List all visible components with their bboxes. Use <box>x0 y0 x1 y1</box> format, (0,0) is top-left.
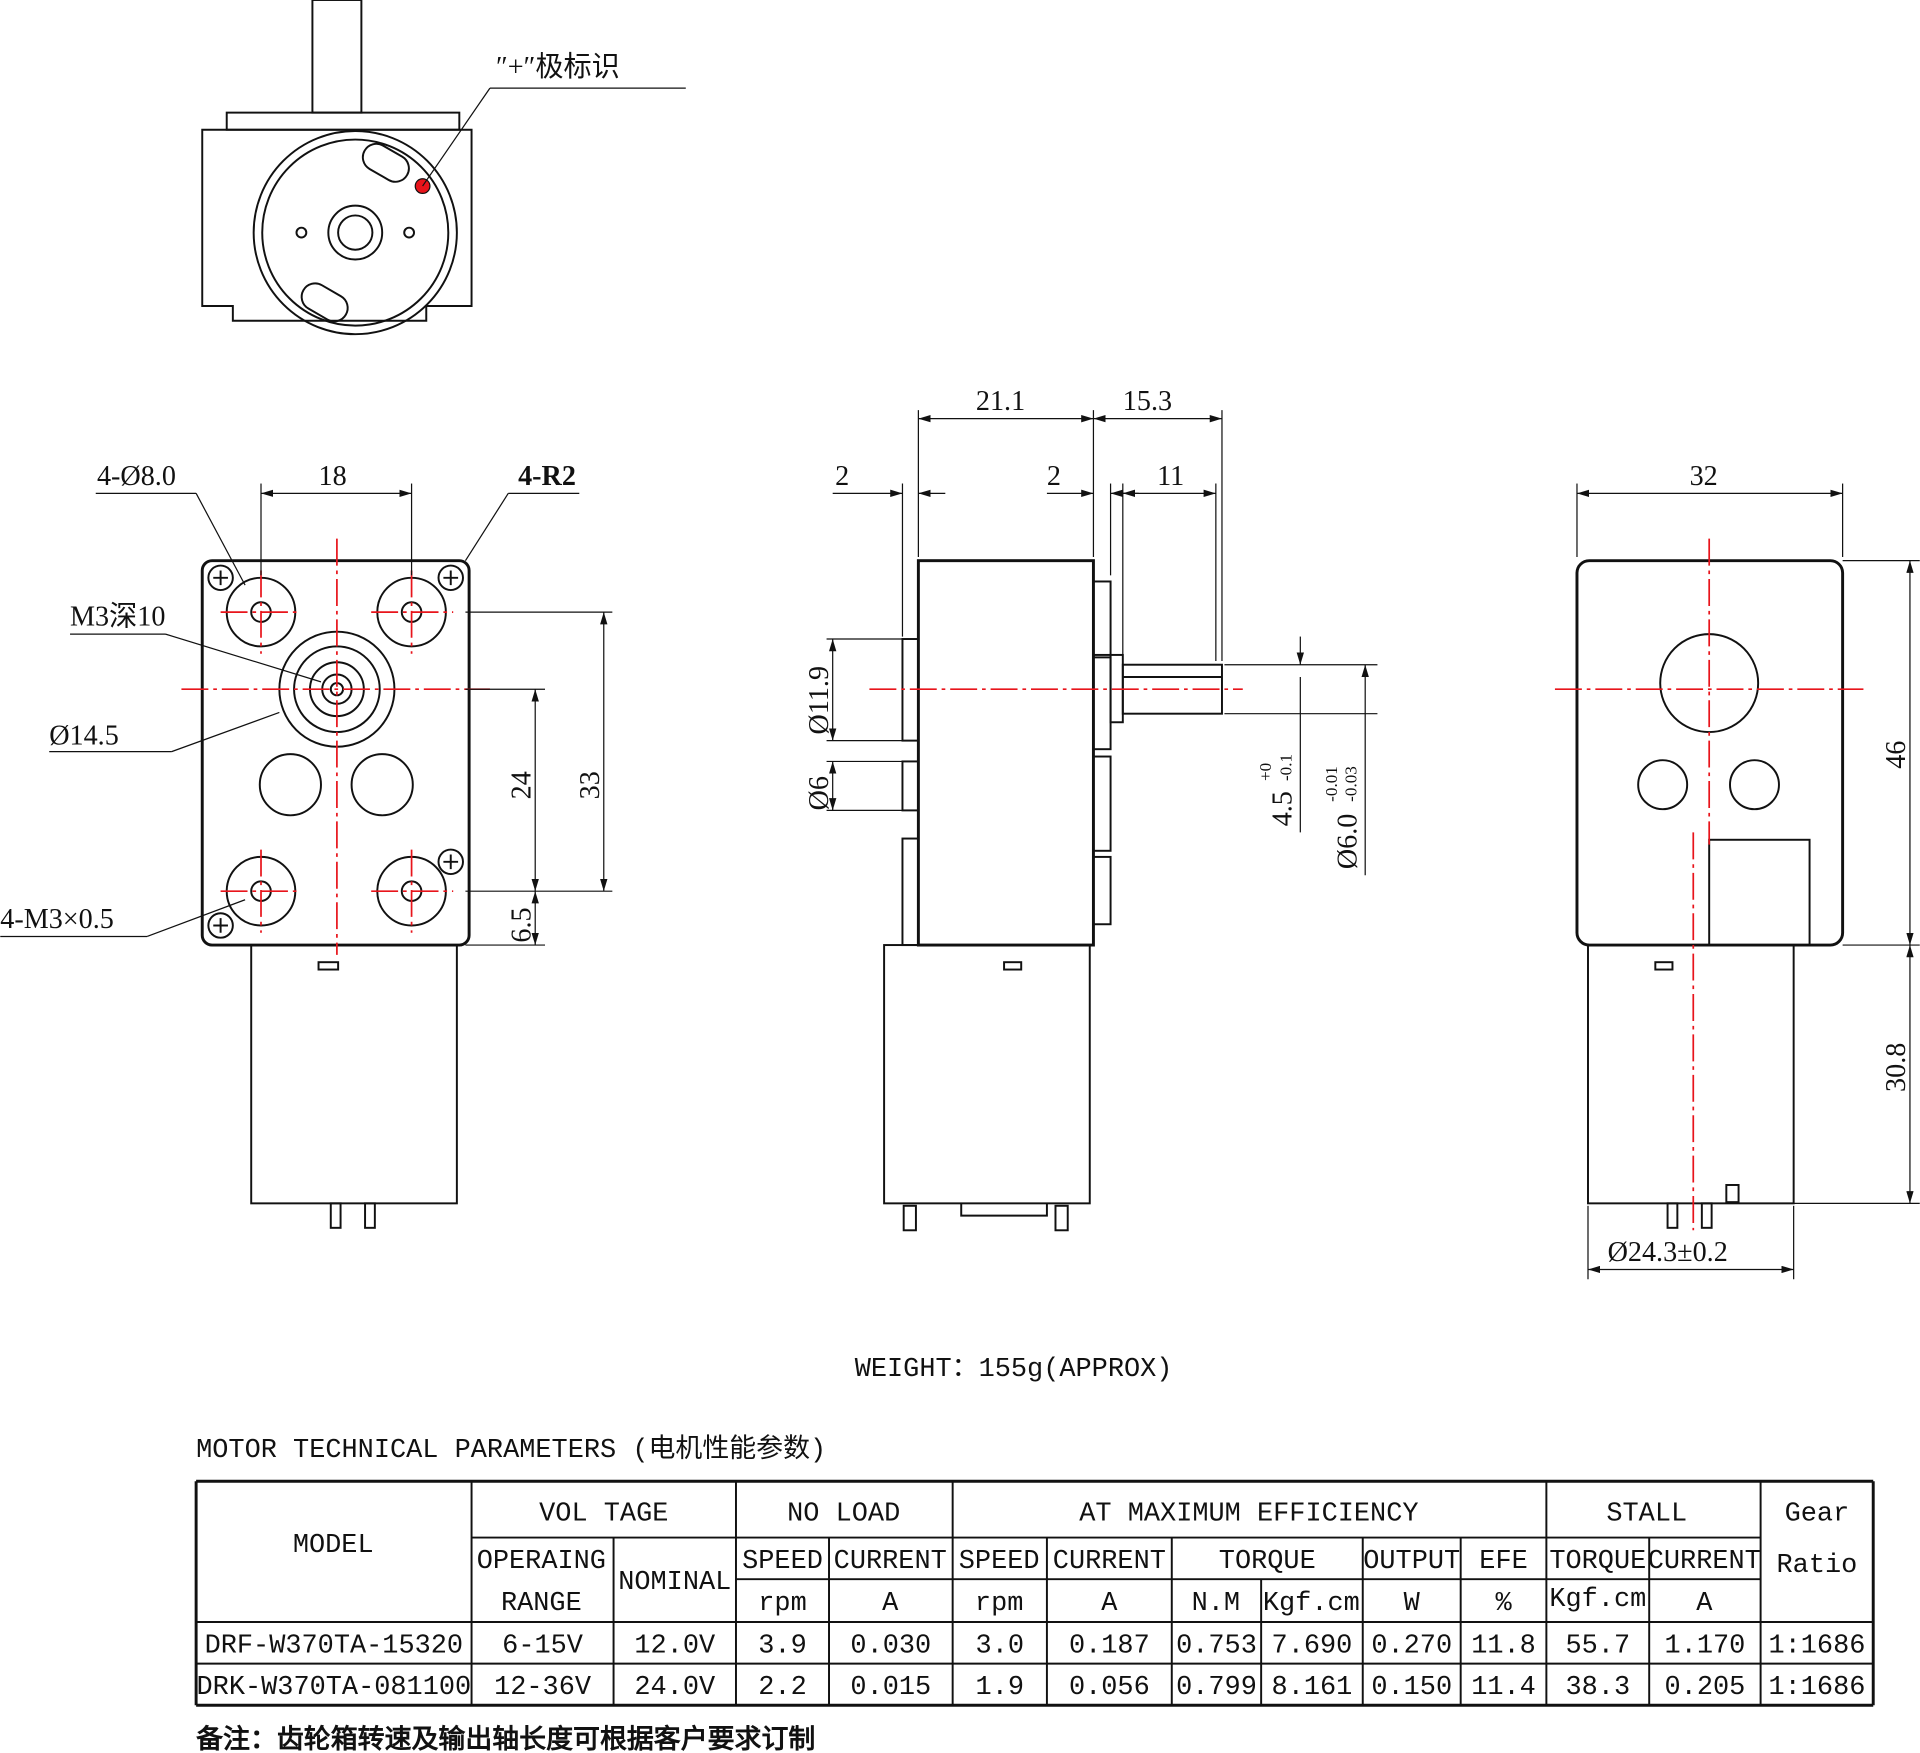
dim-corner-radius: 4-R2 <box>518 461 576 492</box>
dim-11: 11 <box>1157 461 1184 492</box>
front-view: 18 4-Ø8.0 4-R2 M3深10 Ø14.5 4-M3×0.5 24 3… <box>0 461 613 1229</box>
header-gear: Gear <box>1785 1499 1850 1529</box>
cell-max-eff-torque-kgf: 7.690 <box>1272 1632 1353 1662</box>
dim-shaft-tol-lower: -0.03 <box>1342 766 1361 802</box>
dim-32: 32 <box>1690 461 1718 492</box>
cell-operating-range: 6-15V <box>502 1632 584 1662</box>
header-output: OUTPUT <box>1363 1547 1460 1577</box>
top-view: ″+″极标识 <box>201 0 686 336</box>
dim-boss-diameter: Ø14.5 <box>49 720 119 751</box>
cell-max-eff-speed: 1.9 <box>976 1673 1024 1703</box>
dim-center-thread: M3深10 <box>70 602 165 633</box>
header-stall: STALL <box>1606 1499 1687 1529</box>
unit-me-a: A <box>1101 1589 1118 1619</box>
dim-21-1: 21.1 <box>976 386 1025 417</box>
header-ratio: Ratio <box>1777 1551 1858 1581</box>
dim-2-right: 2 <box>1047 461 1061 492</box>
dim-30-8: 30.8 <box>1881 1043 1912 1092</box>
dim-shaft-tol-upper: -0.01 <box>1322 766 1341 802</box>
header-stall-torque: TORQUE <box>1549 1547 1646 1577</box>
header-me-torque: TORQUE <box>1219 1547 1316 1577</box>
cell-max-eff-speed: 3.0 <box>976 1632 1024 1662</box>
dim-46: 46 <box>1881 741 1912 769</box>
cell-max-eff-torque-nm: 0.753 <box>1176 1632 1257 1662</box>
header-range: RANGE <box>501 1589 582 1619</box>
dim-flat-tol-upper: +0 <box>1256 763 1275 781</box>
cell-gear-ratio: 1:1686 <box>1768 1673 1865 1703</box>
dim-hole-diameter: 4-Ø8.0 <box>97 461 176 492</box>
dim-2-left: 2 <box>835 461 849 492</box>
header-nl-current: CURRENT <box>834 1547 947 1577</box>
weight-label: WEIGHT：155g(APPROX) <box>855 1355 1173 1385</box>
cell-no-load-speed: 3.9 <box>758 1632 806 1662</box>
header-nominal: NOMINAL <box>618 1568 731 1598</box>
cell-nominal-voltage: 24.0V <box>634 1673 716 1703</box>
footnote: 备注：齿轮箱转速及输出轴长度可根据客户要求订制 <box>195 1723 815 1753</box>
dim-shaft: Ø6.0 <box>1333 814 1364 870</box>
unit-nl-rpm: rpm <box>758 1589 806 1619</box>
cell-no-load-current: 0.030 <box>850 1632 931 1662</box>
dim-15-3: 15.3 <box>1123 386 1172 417</box>
header-max-efficiency: AT MAXIMUM EFFICIENCY <box>1079 1499 1418 1529</box>
unit-pct: % <box>1495 1589 1512 1619</box>
cell-stall-current: 1.170 <box>1665 1632 1746 1662</box>
cell-max-eff-torque-nm: 0.799 <box>1176 1673 1257 1703</box>
cell-no-load-speed: 2.2 <box>758 1673 806 1703</box>
cell-max-eff-current: 0.187 <box>1069 1632 1150 1662</box>
unit-stall-a: A <box>1696 1589 1713 1619</box>
cell-stall-torque: 38.3 <box>1565 1673 1630 1703</box>
cell-efficiency: 11.4 <box>1471 1673 1536 1703</box>
dim-flat: 4.5 <box>1268 791 1299 826</box>
dim-motor-diameter: Ø24.3±0.2 <box>1608 1237 1728 1268</box>
cell-max-eff-current: 0.056 <box>1069 1673 1150 1703</box>
cell-output: 0.270 <box>1371 1632 1452 1662</box>
cell-max-eff-torque-kgf: 8.161 <box>1272 1673 1353 1703</box>
header-model: MODEL <box>293 1531 374 1561</box>
unit-me-rpm: rpm <box>975 1589 1023 1619</box>
cell-nominal-voltage: 12.0V <box>634 1632 716 1662</box>
dim-6-5: 6.5 <box>506 907 537 942</box>
header-no-load: NO LOAD <box>787 1499 900 1529</box>
dim-11-9: Ø11.9 <box>804 666 835 735</box>
header-voltage: VOL TAGE <box>539 1499 668 1529</box>
right-view: 32 46 30.8 Ø24.3±0.2 <box>1554 461 1920 1280</box>
cell-stall-torque: 55.7 <box>1565 1632 1630 1662</box>
dim-6: Ø6 <box>804 776 835 810</box>
cell-stall-current: 0.205 <box>1665 1673 1746 1703</box>
parameters-table: MODEL VOL TAGE NO LOAD AT MAXIMUM EFFICI… <box>194 1479 1875 1707</box>
header-nl-speed: SPEED <box>742 1547 823 1577</box>
cell-efficiency: 11.8 <box>1471 1632 1536 1662</box>
dim-flat-tol-lower: -0.1 <box>1277 754 1296 781</box>
cell-model: DRK-W370TA-081100 <box>197 1673 472 1703</box>
header-operating: OPERAING <box>477 1547 606 1577</box>
dim-24: 24 <box>506 771 537 799</box>
dim-hole-spacing: 18 <box>319 461 347 492</box>
polarity-label: ″+″极标识 <box>496 51 620 83</box>
header-stall-current: CURRENT <box>1648 1547 1761 1577</box>
dim-33: 33 <box>575 771 606 799</box>
unit-nm: N.M <box>1192 1589 1240 1619</box>
cell-gear-ratio: 1:1686 <box>1768 1632 1865 1662</box>
header-efe: EFE <box>1479 1547 1527 1577</box>
unit-stall-kgf: Kgf.cm <box>1549 1585 1646 1615</box>
cell-operating-range: 12-36V <box>494 1673 592 1703</box>
table-title: MOTOR TECHNICAL PARAMETERS (电机性能参数) <box>196 1433 826 1466</box>
cell-output: 0.150 <box>1371 1673 1452 1703</box>
header-me-speed: SPEED <box>959 1547 1040 1577</box>
unit-nl-a: A <box>882 1589 899 1619</box>
cell-no-load-current: 0.015 <box>850 1673 931 1703</box>
cell-model: DRF-W370TA-15320 <box>205 1632 464 1662</box>
side-view: 21.1 15.3 2 2 11 Ø11.9 Ø6 4.5 +0 -0.1 Ø6… <box>804 386 1378 1232</box>
unit-w: W <box>1404 1589 1421 1619</box>
unit-me-kgf: Kgf.cm <box>1263 1589 1360 1619</box>
header-me-current: CURRENT <box>1053 1547 1166 1577</box>
dim-mount-thread: 4-M3×0.5 <box>0 904 114 935</box>
